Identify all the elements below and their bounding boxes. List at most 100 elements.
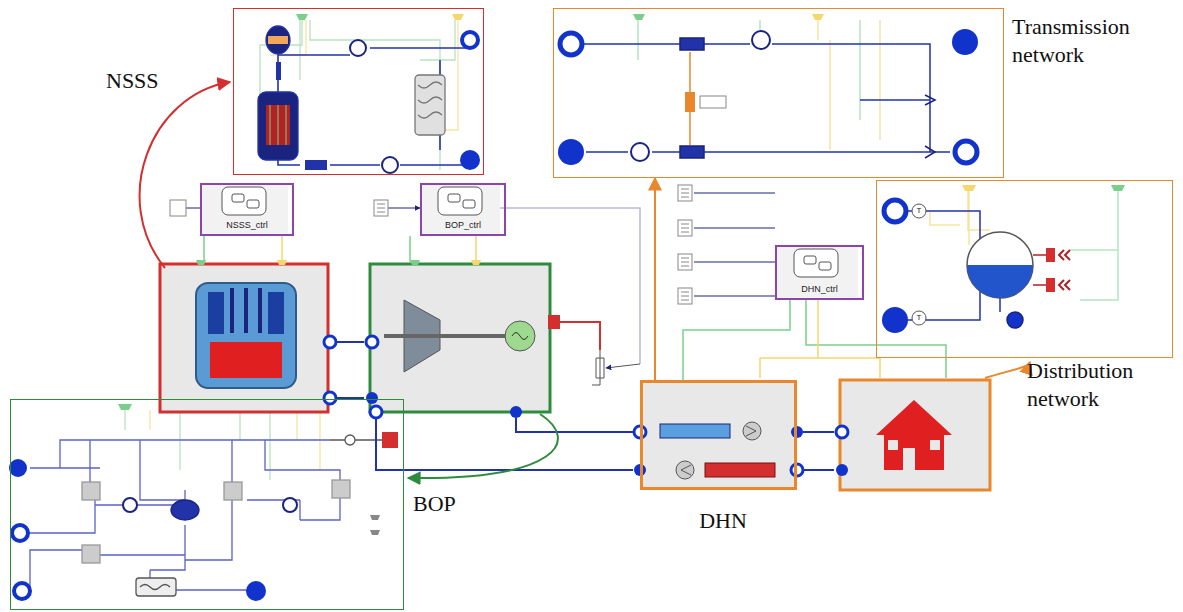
- reactor-block: [258, 288, 262, 333]
- transmission-schematic: [638, 20, 860, 120]
- turbine-block: [505, 321, 535, 351]
- bop-schematic: [140, 585, 170, 590]
- nsss-schematic: [270, 105, 286, 145]
- distribution-schematic: [1033, 255, 1047, 285]
- distribution-schematic: [962, 185, 976, 191]
- nsss-schematic: [415, 75, 445, 135]
- bop-schematic: [171, 500, 199, 520]
- dhn-block: [640, 380, 797, 490]
- dhn-block: [743, 422, 761, 440]
- signal-source: [681, 189, 689, 197]
- block-heading: Transmission network: [1012, 13, 1177, 68]
- nsss-schematic: [266, 26, 290, 54]
- transmission-schematic: [818, 20, 880, 150]
- transmission-schematic: [558, 139, 584, 165]
- reactor-block: [244, 288, 248, 333]
- controller-icon: [819, 262, 831, 270]
- nsss-schematic: [350, 40, 366, 56]
- bop-schematic: [125, 410, 270, 480]
- bop-schematic: [224, 482, 242, 500]
- distribution-schematic: [930, 191, 990, 245]
- controller-label: DHN_ctrl: [777, 284, 862, 294]
- house-block: [840, 380, 990, 490]
- bop-schematic: [345, 435, 355, 445]
- nsss-schematic: [382, 157, 398, 173]
- bop-schematic: [382, 432, 398, 448]
- controller-icon: [804, 256, 816, 264]
- controller-box: DHN_ctrl: [775, 245, 864, 300]
- turbine-block: [410, 260, 420, 265]
- distribution-schematic: [912, 204, 926, 218]
- block-heading: NSSS: [106, 67, 172, 95]
- house-block: [930, 440, 940, 450]
- bop-schematic: [136, 578, 176, 596]
- reactor-block: [230, 288, 234, 333]
- signal-source: [681, 292, 689, 300]
- reactor-block: [196, 260, 206, 265]
- turbine-block: [370, 264, 550, 412]
- nsss-schematic: [258, 14, 480, 173]
- turbine-block: [548, 315, 560, 329]
- nsss-schematic: [276, 62, 281, 80]
- house-block: [836, 426, 848, 438]
- reactor-block: [324, 336, 336, 348]
- nsss-schematic: [418, 82, 442, 118]
- controller-icon: [448, 194, 460, 202]
- reactor-block: [324, 392, 336, 404]
- nsss-schematic: [266, 105, 290, 145]
- nsss-schematic: [462, 32, 478, 48]
- dhn-block: [676, 461, 694, 479]
- distribution-schematic: [882, 185, 1125, 333]
- distribution-schematic: [1070, 191, 1118, 300]
- bop-schematic: [246, 581, 266, 601]
- distribution-schematic: [967, 265, 1033, 298]
- transmission-schematic: [952, 29, 978, 55]
- distribution-schematic: [884, 200, 906, 222]
- distribution-schematic: [1046, 278, 1055, 292]
- dhn-block: [660, 424, 730, 438]
- dhn-block: [705, 463, 775, 477]
- pipe: [376, 418, 633, 470]
- callout-arrow: [408, 414, 558, 478]
- distribution-schematic: [1007, 312, 1023, 328]
- bop-schematic: [12, 525, 28, 541]
- turbine-block: [366, 392, 378, 404]
- nsss-schematic: [305, 160, 327, 170]
- controller-icon: [463, 200, 475, 208]
- dhn-block: [746, 426, 756, 436]
- controller-icon: [794, 249, 838, 277]
- reactor-block: [208, 292, 224, 334]
- bop-inset: BOP: [10, 399, 404, 610]
- nsss-inset: NSSS: [233, 8, 484, 175]
- callout-arrow: [140, 82, 1030, 478]
- transmission-schematic: [584, 44, 950, 152]
- signal-source: [374, 200, 388, 216]
- nsss-schematic: [452, 14, 464, 20]
- signal-source: [678, 288, 692, 304]
- reactor-block: [277, 260, 287, 265]
- controller-box: BOP_ctrl: [420, 183, 506, 236]
- nsss-schematic: [268, 36, 288, 44]
- controller-label: NSSS_ctrl: [202, 220, 292, 230]
- turbine-block: [510, 406, 522, 418]
- inset-panel: [553, 8, 1004, 178]
- distribution-schematic: [882, 307, 908, 333]
- turbine-block: [512, 333, 528, 340]
- callout-arrow: [140, 82, 230, 268]
- bop-schematic: [82, 482, 100, 500]
- bop-schematic: [9, 404, 398, 601]
- reactor-block: [160, 264, 328, 412]
- transmission-schematic: [680, 146, 704, 158]
- signal-source: [377, 204, 385, 212]
- transmission-schematic: [812, 14, 824, 20]
- bop-schematic: [20, 440, 340, 590]
- reactor-block: [210, 342, 282, 378]
- controller-icon: [222, 187, 266, 215]
- signal-source: [678, 254, 692, 270]
- block-heading: BOP: [413, 490, 473, 518]
- control-wire: [606, 364, 640, 368]
- control-wire: [592, 350, 604, 385]
- transmission-schematic: [633, 14, 645, 20]
- bop-schematic: [330, 439, 388, 440]
